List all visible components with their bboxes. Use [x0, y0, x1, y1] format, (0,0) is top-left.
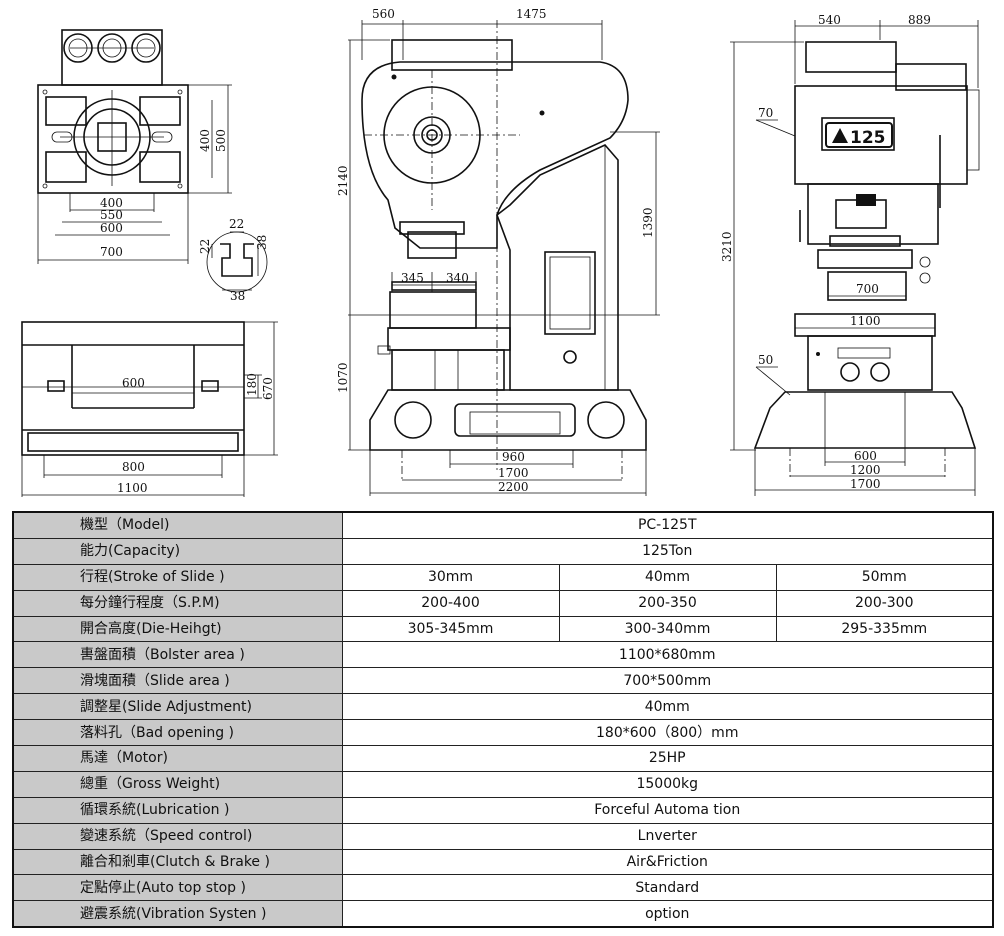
dim-side-1100: 1100 [850, 314, 881, 328]
dim-side-700: 700 [856, 282, 879, 296]
dim-top-400: 400 [100, 196, 123, 210]
spec-value: 295-335mm [775, 615, 994, 643]
dim-slot-38-side: 38 [255, 235, 269, 250]
spec-row: 變速系統（Speed control)Lnverter [12, 822, 994, 850]
spec-label: 機型（Model) [12, 511, 343, 539]
dim-side-50: 50 [758, 353, 773, 367]
spec-value: 50mm [775, 563, 994, 591]
dim-bed-800: 800 [122, 460, 145, 474]
spec-row: 滑塊面積（Slide area )700*500mm [12, 667, 994, 695]
spec-label: 馬達（Motor) [12, 745, 343, 772]
spec-value: 15000kg [341, 770, 994, 798]
technical-drawing: 400 550 600 700 400 500 22 22 38 38 [21, 7, 980, 497]
t-slot-detail-drawing [206, 231, 268, 293]
spec-value: 200-350 [558, 589, 777, 617]
spec-label: 軎盤面積（Bolster area ) [12, 641, 343, 669]
dim-front-560: 560 [372, 7, 395, 21]
spec-value: Lnverter [341, 822, 994, 850]
spec-value: 40mm [558, 563, 777, 591]
spec-row: 落料孔（Bad opening )180*600（800）mm [12, 719, 994, 747]
spec-row: 機型（Model)PC-125T [12, 511, 994, 539]
dim-top-550: 550 [100, 208, 123, 222]
spec-row: 避震系統(Vibration Systen )option [12, 900, 994, 928]
spec-row: 能力(Capacity)125Ton [12, 537, 994, 565]
dim-front-345: 345 [401, 271, 424, 285]
spec-value: 30mm [341, 563, 560, 591]
dim-side-889: 889 [908, 13, 931, 27]
dim-front-960: 960 [502, 450, 525, 464]
dim-top-600: 600 [100, 221, 123, 235]
dim-front-2200: 2200 [498, 480, 529, 494]
spec-label: 離合和剎車(Clutch & Brake ) [12, 848, 343, 876]
spec-label: 能力(Capacity) [12, 537, 343, 565]
dim-front-2140: 2140 [336, 165, 350, 196]
dim-bed-180: 180 [245, 373, 259, 396]
spec-row: 調整星(Slide Adjustment)40mm [12, 693, 994, 721]
spec-label: 調整星(Slide Adjustment) [12, 693, 343, 721]
spec-label: 行程(Stroke of Slide ) [12, 563, 343, 591]
dim-side-1700: 1700 [850, 477, 881, 491]
spec-value: 40mm [341, 693, 994, 721]
spec-value: Air&Friction [341, 848, 994, 876]
dim-front-1070: 1070 [336, 362, 350, 393]
spec-label: 總重（Gross Weight) [12, 770, 343, 798]
spec-label: 循環系統(Lubrication ) [12, 796, 343, 824]
dim-front-1475: 1475 [516, 7, 547, 21]
spec-value: option [341, 900, 994, 928]
front-view-drawing [348, 20, 660, 496]
spec-row: 總重（Gross Weight)15000kg [12, 770, 994, 798]
dim-bed-670: 670 [261, 377, 275, 400]
dim-bed-1100: 1100 [117, 481, 148, 495]
spec-label: 滑塊面積（Slide area ) [12, 667, 343, 695]
dim-slot-22-side: 22 [198, 239, 212, 254]
spec-value: 25HP [341, 745, 994, 772]
dim-top-700: 700 [100, 245, 123, 259]
top-view-drawing [37, 29, 232, 264]
spec-label: 每分鐘行程度（S.P.M) [12, 589, 343, 617]
dim-top-500-vertical: 500 [214, 129, 228, 152]
spec-row: 定點停止(Auto top stop )Standard [12, 874, 994, 902]
spec-value: 305-345mm [341, 615, 560, 643]
spec-value: 300-340mm [558, 615, 777, 643]
spec-value: 200-400 [341, 589, 560, 617]
spec-value: Standard [341, 874, 994, 902]
spec-value: 200-300 [775, 589, 994, 617]
spec-row: 軎盤面積（Bolster area )1100*680mm [12, 641, 994, 669]
spec-value: 180*600（800）mm [341, 719, 994, 747]
dim-front-340: 340 [446, 271, 469, 285]
side-view-drawing [730, 20, 980, 496]
spec-label: 避震系統(Vibration Systen ) [12, 900, 343, 928]
dim-side-540: 540 [818, 13, 841, 27]
brand-badge-text: 125 [850, 128, 886, 148]
spec-value: 700*500mm [341, 667, 994, 695]
spec-value: PC-125T [341, 511, 994, 539]
dim-side-70: 70 [758, 106, 773, 120]
dim-front-1390: 1390 [641, 207, 655, 238]
dim-bed-600: 600 [122, 376, 145, 390]
spec-row: 馬達（Motor)25HP [12, 745, 994, 772]
dim-front-1700: 1700 [498, 466, 529, 480]
dim-slot-22-top: 22 [229, 217, 244, 231]
spec-value: 1100*680mm [341, 641, 994, 669]
spec-label: 定點停止(Auto top stop ) [12, 874, 343, 902]
brand-badge: 125 [825, 122, 893, 148]
dim-top-400-vertical: 400 [198, 129, 212, 152]
dim-side-3210: 3210 [720, 231, 734, 262]
dim-side-600: 600 [854, 449, 877, 463]
spec-row: 循環系統(Lubrication )Forceful Automa tion [12, 796, 994, 824]
dim-slot-38-bottom: 38 [230, 289, 245, 303]
spec-label: 開合高度(Die-Heihgt) [12, 615, 343, 643]
dim-side-1200: 1200 [850, 463, 881, 477]
spec-value: 125Ton [341, 537, 994, 565]
spec-value: Forceful Automa tion [341, 796, 994, 824]
spec-label: 變速系統（Speed control) [12, 822, 343, 850]
spec-row: 離合和剎車(Clutch & Brake )Air&Friction [12, 848, 994, 876]
spec-label: 落料孔（Bad opening ) [12, 719, 343, 747]
bolster-drawing [21, 321, 278, 497]
